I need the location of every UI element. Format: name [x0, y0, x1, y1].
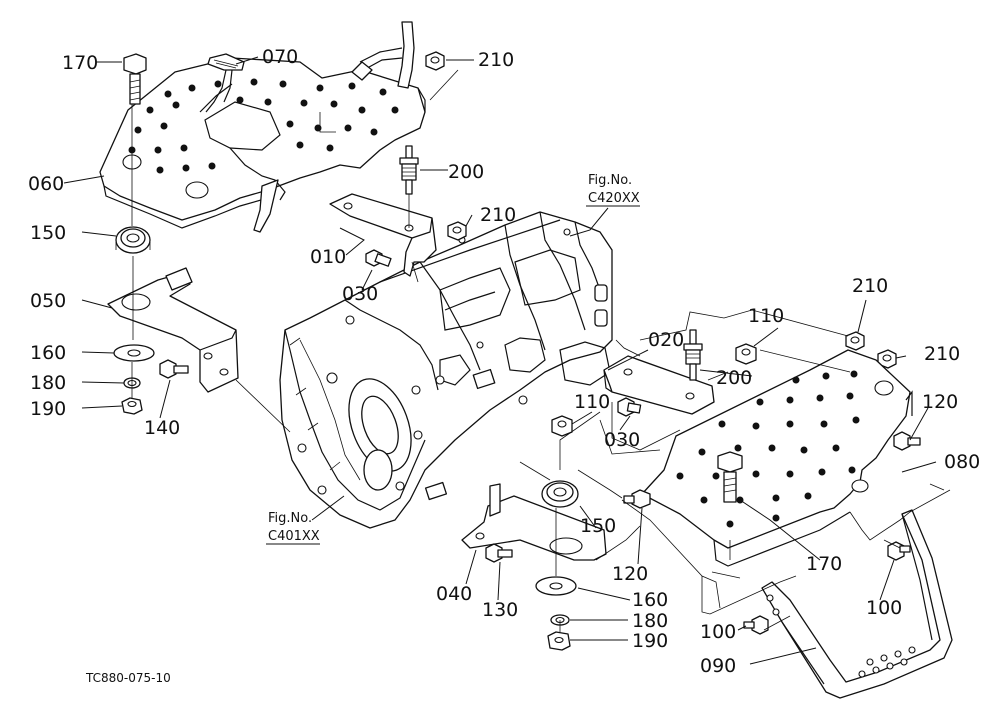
- washer-stack-left: [113, 344, 155, 415]
- pedal-arm: [351, 21, 415, 89]
- label-190-left: 190: [30, 398, 66, 420]
- damper-200-top: [399, 145, 419, 195]
- label-130: 130: [482, 599, 518, 621]
- bolt-140: [159, 359, 189, 379]
- label-090: 090: [700, 655, 736, 677]
- label-200-lower: 200: [716, 367, 752, 389]
- label-100-left: 100: [700, 621, 736, 643]
- label-160-left: 160: [30, 342, 66, 364]
- label-210-right: 210: [924, 343, 960, 365]
- transmission-case: [279, 211, 613, 529]
- label-040: 040: [436, 583, 472, 605]
- bolt-120-right: [893, 431, 921, 451]
- label-070: 070: [262, 46, 298, 68]
- bolt-030-lower: [617, 397, 642, 417]
- bracket-020: [603, 355, 715, 415]
- label-120-left: 120: [612, 563, 648, 585]
- step-bracket: [761, 509, 953, 699]
- bolt-130: [485, 543, 513, 563]
- leader-lines: [63, 56, 937, 665]
- label-170-right: 170: [806, 553, 842, 575]
- label-050: 050: [30, 290, 66, 312]
- label-100-right: 100: [866, 597, 902, 619]
- label-110-lower: 110: [574, 391, 610, 413]
- washer-stack-right: [535, 576, 577, 651]
- svg-text:C401XX: C401XX: [268, 529, 320, 544]
- part-number-labels: 170 070 210 060 200 210 150 010 030 050 …: [28, 46, 980, 677]
- bracket-050: [107, 267, 239, 393]
- figure-ref-c420: Fig.No. C420XX: [586, 173, 640, 207]
- label-170-left: 170: [62, 52, 98, 74]
- bracket-010: [329, 193, 437, 277]
- left-step-plate: [99, 57, 426, 233]
- label-030-upper: 030: [342, 283, 378, 305]
- label-180-left: 180: [30, 372, 66, 394]
- label-180-right: 180: [632, 610, 668, 632]
- figure-ref-c401: Fig.No. C401XX: [266, 511, 320, 545]
- seal-150-left: [115, 226, 151, 254]
- label-120-right: 120: [922, 391, 958, 413]
- label-210-top: 210: [478, 49, 514, 71]
- label-110-upper: 110: [748, 305, 784, 327]
- label-060: 060: [28, 173, 64, 195]
- label-140: 140: [144, 417, 180, 439]
- label-190-right: 190: [632, 630, 668, 652]
- bushing-110-upper: [735, 343, 757, 365]
- label-030-lower: 030: [604, 429, 640, 451]
- right-step-plate: [641, 349, 913, 567]
- svg-text:Fig.No.: Fig.No.: [268, 511, 312, 526]
- label-150-left: 150: [30, 222, 66, 244]
- bolt-100-right: [887, 541, 911, 561]
- label-150-right: 150: [580, 515, 616, 537]
- label-210-upper-right: 210: [852, 275, 888, 297]
- damper-200-lower: [683, 329, 703, 381]
- svg-text:Fig.No.: Fig.No.: [588, 173, 632, 188]
- step-plate-holes: [128, 78, 399, 174]
- assembly-lines: [131, 69, 951, 632]
- diagram-code: TC880-075-10: [85, 671, 171, 685]
- seal-150-right: [541, 480, 579, 508]
- label-160-right: 160: [632, 589, 668, 611]
- bracket-040: [461, 483, 607, 561]
- pedal-pad: [205, 53, 245, 113]
- bolt-030-upper: [365, 249, 392, 267]
- bolt-170-left: [123, 53, 147, 105]
- label-080: 080: [944, 451, 980, 473]
- label-210-mid: 210: [480, 204, 516, 226]
- step-bracket-holes: [766, 594, 916, 678]
- svg-text:C420XX: C420XX: [588, 191, 640, 206]
- label-010: 010: [310, 246, 346, 268]
- bolt-170-right: [717, 451, 743, 503]
- label-200-top: 200: [448, 161, 484, 183]
- bolt-100-left: [743, 615, 769, 635]
- bolt-120-left: [623, 489, 651, 509]
- bushing-110-lower: [551, 415, 573, 437]
- label-020: 020: [648, 329, 684, 351]
